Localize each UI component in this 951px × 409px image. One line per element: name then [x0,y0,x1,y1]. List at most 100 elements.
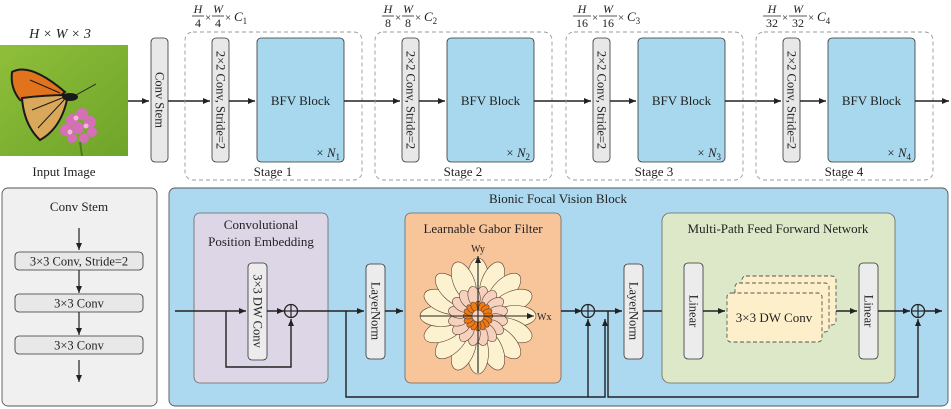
channel-symbol: C3 [627,9,641,26]
bfv-block-panel: Bionic Focal Vision Block Convolutional … [168,187,949,407]
skip-connection [225,311,294,368]
channel-symbol: C2 [424,9,437,26]
mpffn-module: Multi-Path Feed Forward Network Linear 3… [661,212,896,384]
mpffn-title: Multi-Path Feed Forward Network [688,221,869,236]
stem-layer-box[interactable]: 3×3 Conv [14,293,144,313]
add-icon [910,303,926,319]
mpffn-dwconv-label: 3×3 DW Conv [736,310,813,325]
stage-dims-label: H4×W4×C1 [192,2,247,30]
times-sign: × [592,12,598,24]
mpffn-linear-2-box[interactable]: Linear [858,262,879,360]
conv-stem-panel: Conv Stem 3×3 Conv, Stride=23×3 Conv3×3 … [1,187,158,407]
fraction-denominator: 4 [195,16,201,30]
layernorm-1-label: LayerNorm [369,282,383,341]
fraction-denominator: 16 [576,16,588,30]
fraction-numerator: H [383,2,394,16]
stem-layer-label: 3×3 Conv [54,297,105,311]
channel-symbol: C1 [234,9,247,26]
stage-caption: Stage 3 [635,164,674,179]
bfv-block-label: BFV Block [652,93,712,108]
cpe-title-line2: Position Embedding [208,234,314,249]
times-sign: × [205,12,211,24]
times-sign: × [395,12,401,24]
input-image-caption: Input Image [32,164,95,179]
stage-frame [565,31,744,181]
mpffn-linear-1-box[interactable]: Linear [683,262,704,360]
downsample-conv-box[interactable]: 2×2 Conv, Stride=2 [211,37,230,163]
layernorm-1-box[interactable]: LayerNorm [365,263,386,360]
fraction-denominator: 16 [602,16,614,30]
bfv-block[interactable]: BFV Block× N1 [256,37,345,163]
downsample-conv-label: 2×2 Conv, Stride=2 [785,51,799,149]
downsample-conv-label: 2×2 Conv, Stride=2 [214,51,228,149]
stem-layer-box[interactable]: 3×3 Conv, Stride=2 [14,251,144,271]
input-image [0,45,128,157]
stem-layer-label: 3×3 Conv [54,339,105,353]
repeat-count: × N3 [697,146,722,162]
stage-caption: Stage 4 [825,164,864,179]
bfv-block[interactable]: BFV Block × N4 [827,37,916,163]
stage-frame [755,31,934,181]
fraction-numerator: H [767,2,778,16]
times-sign: × [782,12,788,24]
stage-frame [374,31,553,181]
stage-caption: Stage 1 [254,164,293,179]
times-sign: × [618,12,624,24]
downsample-conv-box[interactable]: 2×2 Conv, Stride=2 [592,37,611,163]
stage-dims-label: H16×W16×C3 [573,2,641,30]
add-icon [580,303,596,319]
conv-stem-box[interactable]: Conv Stem [150,37,169,163]
downsample-conv-label: 2×2 Conv, Stride=2 [404,51,418,149]
stem-layer-label: 3×3 Conv, Stride=2 [30,255,128,269]
channel-symbol: C4 [817,9,831,26]
cpe-module: Convolutional Position Embedding 3×3 DW … [193,212,329,384]
stage-dims-label: H32×W32×C4 [763,2,831,30]
cpe-dwconv-label: 3×3 DW Conv [251,274,265,348]
downsample-conv-box[interactable]: 2×2 Conv, Stride=2 [401,37,420,163]
downsample-conv-box[interactable]: 2×2 Conv, Stride=2 [782,37,801,163]
times-sign: × [225,12,231,24]
fraction-numerator: W [403,2,414,16]
repeat-count: × N4 [887,146,912,162]
stem-layer-box[interactable]: 3×3 Conv [14,335,144,355]
stage-dims-label: H8×W8×C2 [382,2,437,30]
times-sign: × [808,12,814,24]
fraction-numerator: W [793,2,804,16]
fraction-denominator: 32 [792,16,804,30]
skip-connection [607,311,921,398]
conv-stem-label: Conv Stem [153,72,167,128]
bfv-block-label: BFV Block [842,93,902,108]
bfv-block-label: BFV Block [461,93,521,108]
bfv-block[interactable]: BFV Block × N3 [637,37,726,163]
mpffn-linear-2-label: Linear [862,295,876,328]
cpe-title-line1: Convolutional [224,217,299,232]
layernorm-2-box[interactable]: LayerNorm [623,263,644,360]
times-sign: × [415,12,421,24]
wy-axis-label: Wy [471,244,485,255]
fraction-numerator: H [193,2,204,16]
bfv-block-label: BFV Block [271,93,331,108]
mpffn-dwconv-stack[interactable]: 3×3 DW Conv [726,275,837,343]
stage-frame [184,31,363,181]
fraction-numerator: W [213,2,224,16]
stage-caption: Stage 2 [444,164,483,179]
fraction-denominator: 8 [385,16,391,30]
gabor-frequency-flower [419,257,537,375]
gabor-title: Learnable Gabor Filter [423,221,543,236]
fraction-denominator: 4 [215,16,221,30]
input-dims-label: H × W × 3 [28,27,91,42]
cpe-dwconv-box[interactable]: 3×3 DW Conv [247,262,268,361]
gabor-filter-module: Learnable Gabor Filter Wy Wx [404,212,562,384]
fraction-denominator: 8 [405,16,411,30]
bfv-block-title: Bionic Focal Vision Block [489,191,628,206]
downsample-conv-label: 2×2 Conv, Stride=2 [595,51,609,149]
fraction-denominator: 32 [766,16,778,30]
add-icon [283,303,299,319]
bfv-block[interactable]: BFV Block× N2 [446,37,535,163]
mpffn-linear-1-label: Linear [687,295,701,328]
